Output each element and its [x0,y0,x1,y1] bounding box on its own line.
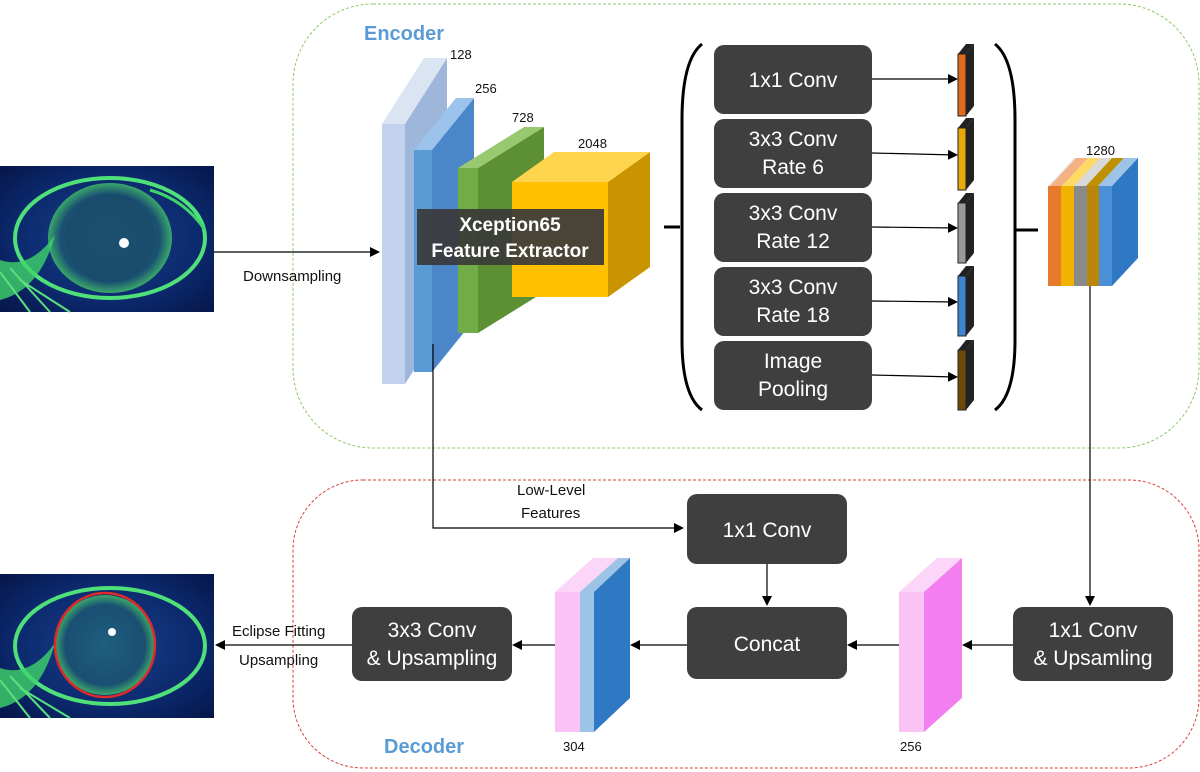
aspp-feature-slab-3 [957,193,974,264]
decoder-output-box: 3x3 Conv & Upsampling [352,607,512,681]
svg-text:3x3 Conv: 3x3 Conv [749,202,838,225]
backbone-blocks: Xception65 Feature Extractor [382,58,650,384]
aspp-arrow-4 [871,296,958,307]
svg-text:Concat: Concat [734,633,801,656]
feature-block-304 [555,558,630,732]
aspp-arrow-2 [871,149,958,160]
upsampling-label: Upsampling [239,652,318,669]
aspp-feature-slab-2 [957,118,974,191]
aspp-arrow-5 [871,371,958,382]
aspp-feature-slab-4 [957,266,974,337]
aspp-arrow-3 [871,222,958,233]
output-eye-image [0,574,214,719]
aspp-bracket-right [994,42,1017,412]
fitted-ellipse [53,591,157,699]
svg-text:3x3 Conv: 3x3 Conv [749,128,838,151]
low-level-features-arrow [432,344,684,533]
eclipse-fitting-label: Eclipse Fitting [232,623,325,640]
decoder-upsampling-box: 1x1 Conv & Upsamling [1013,607,1173,681]
channel-label-2048: 2048 [578,136,607,151]
svg-text:& Upsampling: & Upsampling [367,647,498,670]
aspp-branch-pooling: Image Pooling [714,341,872,410]
svg-text:1x1 Conv: 1x1 Conv [723,519,812,542]
svg-text:Rate 18: Rate 18 [756,304,830,327]
aspp-branch-rate6: 3x3 Conv Rate 6 [714,119,872,188]
aspp-branch-1x1: 1x1 Conv [714,45,872,114]
svg-text:3x3 Conv: 3x3 Conv [749,276,838,299]
backbone-label-line2: Feature Extractor [431,241,589,262]
svg-text:Rate 12: Rate 12 [756,230,830,253]
svg-text:Pooling: Pooling [758,378,828,401]
decoder-title: Decoder [384,736,464,758]
encoder-title: Encoder [364,23,444,45]
concat-feature-block-1280 [1048,158,1138,286]
block-label-256: 256 [900,739,922,754]
channel-label-128: 128 [450,47,472,62]
backbone-label-box [417,209,604,265]
aspp-feature-slab-5 [957,340,974,411]
low-level-label-line1: Low-Level [517,482,585,499]
channel-label-1280: 1280 [1086,143,1115,158]
aspp-bracket-left [680,42,703,412]
svg-text:Image: Image [764,350,822,373]
svg-text:& Upsamling: & Upsamling [1033,647,1152,670]
block-label-304: 304 [563,739,585,754]
decoder-concat: Concat [687,607,847,679]
input-eye-image [0,166,214,313]
aspp-feature-slab-1 [957,44,974,117]
aspp-branch-rate18: 3x3 Conv Rate 18 [714,267,872,336]
decoder-region [292,479,1200,769]
downsampling-label: Downsampling [243,268,341,285]
channel-label-728: 728 [512,110,534,125]
channel-label-256: 256 [475,81,497,96]
low-level-label-line2: Features [521,505,580,522]
decoder-1x1-conv: 1x1 Conv [687,494,847,564]
feature-block-256 [899,558,962,732]
svg-text:Rate 6: Rate 6 [762,156,824,179]
svg-text:3x3 Conv: 3x3 Conv [388,619,477,642]
svg-text:1x1 Conv: 1x1 Conv [1049,619,1138,642]
aspp-branch-rate12: 3x3 Conv Rate 12 [714,193,872,262]
encoder-region [292,3,1200,449]
backbone-label-line1: Xception65 [459,215,561,236]
svg-text:1x1 Conv: 1x1 Conv [749,69,838,92]
